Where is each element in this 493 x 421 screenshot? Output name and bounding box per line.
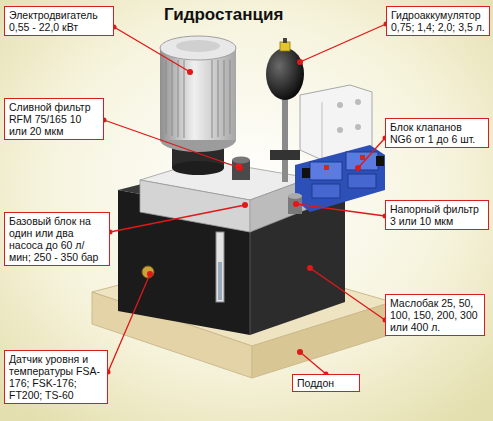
callout-text: Блок клапанов NG6 от 1 до 6 шт. (390, 121, 484, 145)
valve-block (376, 156, 384, 166)
leader-dot (297, 349, 303, 355)
leader-line (300, 24, 386, 62)
motor (166, 60, 230, 138)
motor (230, 60, 231, 134)
motor (172, 161, 224, 175)
valve-block (312, 184, 340, 198)
motor (160, 36, 236, 175)
callout-box: Маслобак 25, 50, 100, 150, 200, 300 или … (385, 294, 485, 336)
return-filter (232, 157, 250, 164)
manifold (337, 127, 343, 133)
valve-block (360, 155, 365, 160)
oil-tank (216, 232, 224, 302)
return-filter (232, 157, 250, 181)
accumulator (266, 38, 304, 182)
leader-line (108, 274, 150, 372)
valve-block (310, 162, 342, 180)
leader-line (300, 352, 326, 374)
callout-text: Электродвигатель 0,55 - 22,0 кВт (9, 9, 109, 33)
leader-dot (355, 165, 361, 171)
leader-line (296, 204, 385, 216)
diagram-title: Гидростанция (164, 5, 283, 25)
accumulator (280, 42, 290, 51)
pressure-filter (288, 193, 302, 214)
oil-tank (218, 262, 222, 300)
callout-box: Гидроаккумулятор 0,75; 1,4; 2,0; 3,5 л. (386, 6, 490, 36)
leader-line (310, 268, 385, 320)
accumulator (283, 38, 287, 43)
callout-box: Электродвигатель 0,55 - 22,0 кВт (4, 6, 114, 36)
motor (212, 60, 213, 138)
motor (218, 60, 219, 137)
leader-dot (242, 202, 248, 208)
callout-box: Поддон (292, 374, 360, 392)
leader-dot (293, 201, 299, 207)
motor (172, 60, 173, 136)
callout-box: Датчик уровня и температуры FSA-176; FSK… (4, 350, 108, 404)
valve-block (348, 174, 376, 188)
motor (176, 40, 220, 52)
callout-box: Сливной фильтр RFM 75/165 10 или 20 мкм (4, 98, 104, 140)
valve-block (295, 145, 385, 212)
motor (166, 60, 167, 134)
callout-text: Напорный фильтр 3 или 10 мкм (390, 203, 484, 227)
valve-block (324, 165, 329, 170)
leader-dot (187, 69, 193, 75)
valve-block (302, 168, 310, 178)
motor (160, 36, 236, 60)
manifold (337, 102, 343, 108)
leader-dot (147, 271, 153, 277)
leader-dot (237, 165, 243, 171)
motor (178, 60, 179, 137)
leader-line (104, 120, 240, 168)
base-block (140, 180, 250, 232)
callout-text: Маслобак 25, 50, 100, 150, 200, 300 или … (390, 297, 480, 333)
callout-box: Блок клапанов NG6 от 1 до 6 шт. (385, 118, 489, 148)
motor (160, 48, 236, 140)
leader-line (110, 205, 245, 232)
leader-dot (297, 59, 303, 65)
leader-line (104, 24, 386, 374)
motor (184, 60, 185, 138)
valve-block (295, 145, 385, 212)
motor (224, 60, 225, 136)
valve-block (346, 152, 378, 170)
callout-text: Базовый блок на один или два насоса до 6… (9, 215, 105, 263)
manifold (355, 99, 361, 105)
leader-line (358, 138, 385, 168)
callout-text: Поддон (297, 377, 355, 389)
callout-box: Базовый блок на один или два насоса до 6… (4, 212, 110, 266)
oil-tank (142, 266, 154, 278)
callout-box: Напорный фильтр 3 или 10 мкм (385, 200, 489, 230)
leader-dot (102, 22, 389, 377)
leader-line (114, 27, 190, 72)
accumulator (270, 150, 300, 160)
manifold (322, 102, 323, 160)
callout-text: Сливной фильтр RFM 75/165 10 или 20 мкм (9, 101, 99, 137)
accumulator (266, 48, 304, 100)
callout-text: Датчик уровня и температуры FSA-176; FSK… (9, 353, 103, 401)
leader-dot (307, 265, 313, 271)
pressure-filter (288, 193, 302, 199)
callout-text: Гидроаккумулятор 0,75; 1,4; 2,0; 3,5 л. (391, 9, 485, 33)
manifold (355, 124, 361, 130)
accumulator (282, 96, 288, 182)
